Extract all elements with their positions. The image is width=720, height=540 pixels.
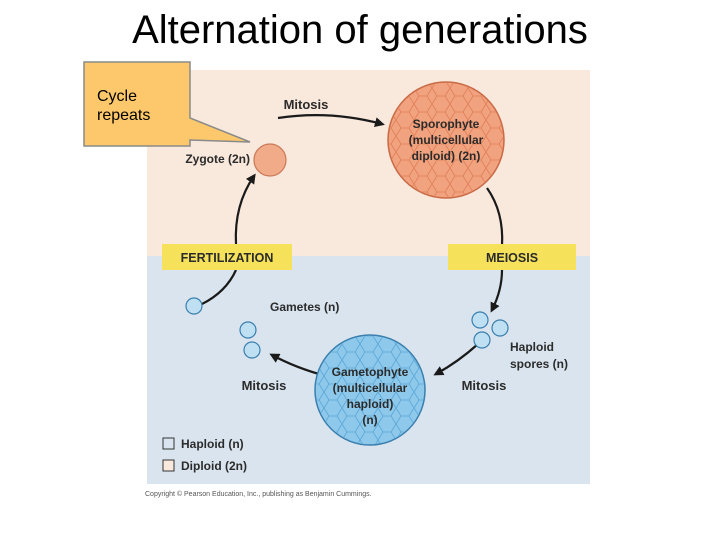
zygote-label: Zygote (2n)	[185, 152, 250, 166]
callout-text-line1: Cycle	[97, 88, 137, 105]
legend-haploid-swatch	[162, 437, 175, 450]
sporophyte-label-line3: diploid) (2n)	[412, 149, 481, 163]
gametophyte-label-line4: (n)	[362, 413, 377, 427]
legend-haploid-label: Haploid (n)	[181, 437, 244, 451]
legend-diploid-label: Diploid (2n)	[181, 459, 247, 473]
meiosis-band	[448, 244, 576, 270]
arrow-fertilization-to-zygote	[234, 173, 256, 245]
fertilization-label: FERTILIZATION	[181, 251, 274, 265]
diploid-region	[147, 70, 590, 256]
callout-box	[83, 61, 251, 147]
mitosis-left-label: Mitosis	[242, 378, 287, 393]
callout-text-line2: repeats	[97, 107, 150, 124]
legend-diploid-swatch	[162, 459, 175, 472]
gamete-cell-3	[243, 341, 261, 359]
fertilization-band	[162, 244, 292, 270]
gametophyte-label-line1: Gametophyte	[332, 365, 409, 379]
sporophyte-label-line1: Sporophyte	[413, 117, 480, 131]
slide-title: Alternation of generations	[132, 8, 588, 52]
copyright-text: Copyright © Pearson Education, Inc., pub…	[145, 490, 372, 498]
sporophyte-cell-texture	[389, 83, 503, 197]
spore-cell-3	[473, 331, 491, 349]
arrow-sporophyte-to-meiosis	[486, 187, 504, 247]
arrow-zygote-to-sporophyte	[277, 113, 385, 128]
arrow-gametes-to-fertilization	[201, 269, 238, 305]
zygote-cell	[253, 143, 287, 177]
spore-cell-2	[491, 319, 509, 337]
arrow-meiosis-to-spores	[490, 269, 504, 313]
haploid-spores-label-line2: spores (n)	[510, 357, 568, 371]
gamete-cell-2	[239, 321, 257, 339]
arrow-spores-to-gametophyte	[433, 343, 479, 376]
gametophyte-label-line2: (multicellular	[333, 381, 408, 395]
gametes-label: Gametes (n)	[270, 300, 339, 314]
spore-cell-1	[471, 311, 489, 329]
gamete-cell-1	[185, 297, 203, 315]
gametophyte-label-line3: haploid)	[347, 397, 394, 411]
mitosis-top-label: Mitosis	[284, 97, 329, 112]
meiosis-label: MEIOSIS	[486, 251, 538, 265]
haploid-spores-label-line1: Haploid	[510, 340, 554, 354]
sporophyte-label-line2: (multicellular	[409, 133, 484, 147]
mitosis-right-label: Mitosis	[462, 378, 507, 393]
gametophyte-cell-texture	[316, 336, 424, 444]
